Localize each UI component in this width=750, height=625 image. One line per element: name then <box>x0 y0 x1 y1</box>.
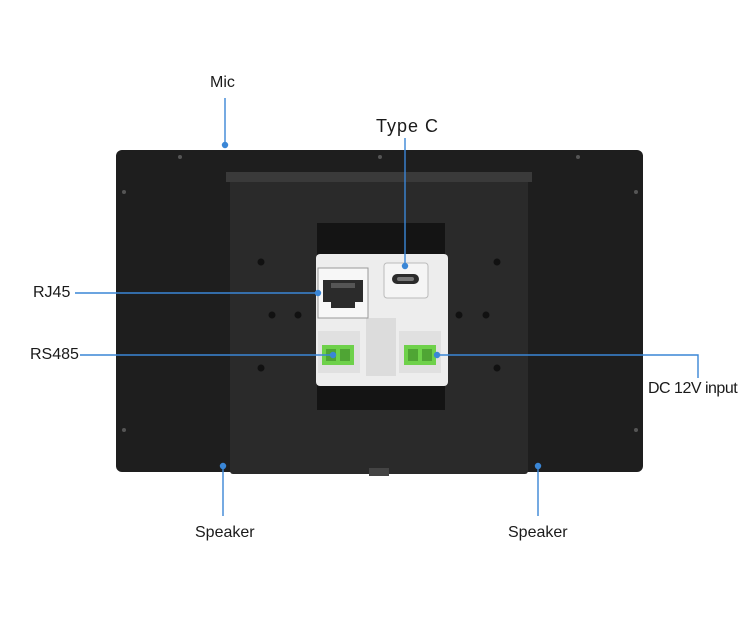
rj45-port <box>317 267 369 319</box>
speaker-left-label: Speaker <box>195 524 255 541</box>
dc-input-label: DC 12V input <box>648 380 738 397</box>
bracket-top-lip <box>226 172 532 182</box>
panel-screw-holes <box>122 155 638 432</box>
type-c-port <box>383 262 429 299</box>
module-center-divider <box>366 318 396 376</box>
rj45-label: RJ45 <box>33 284 71 301</box>
mic-label: Mic <box>210 74 235 91</box>
leader-lines <box>75 98 699 516</box>
dc-input-terminal <box>399 331 441 373</box>
speaker-right-label: Speaker <box>508 524 568 541</box>
bracket-bottom-notch <box>369 468 389 476</box>
bracket-holes <box>257 258 501 372</box>
type-c-label: Type C <box>376 116 440 136</box>
rs485-label: RS485 <box>30 346 79 363</box>
rs485-terminal <box>318 331 360 373</box>
